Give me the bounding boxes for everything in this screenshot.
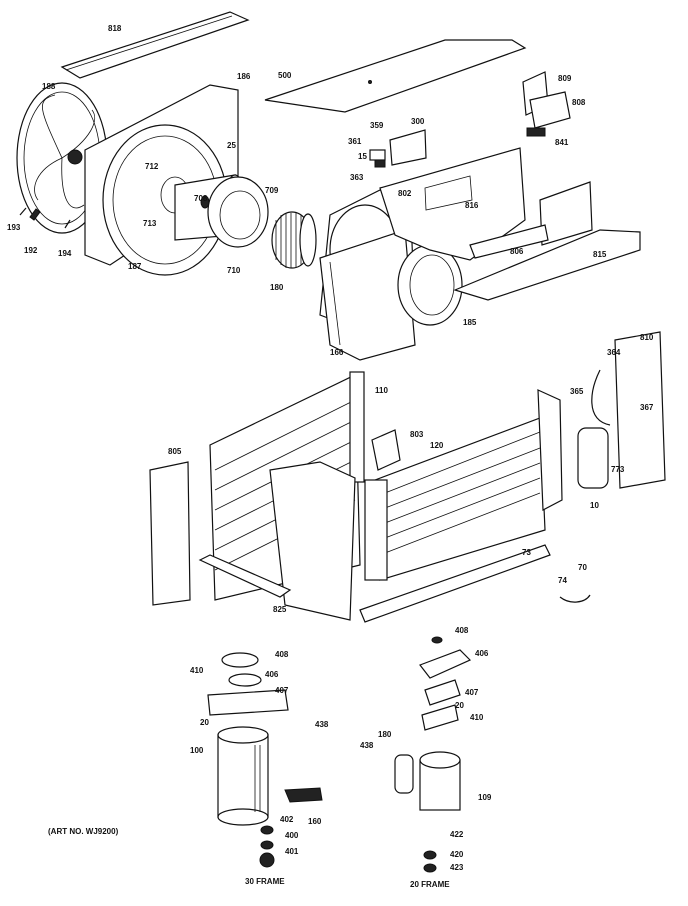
callout-810: 810 bbox=[640, 333, 654, 342]
callout-15: 15 bbox=[358, 152, 367, 161]
callout-803: 803 bbox=[410, 430, 424, 439]
callout-806: 806 bbox=[510, 247, 524, 256]
callout-361: 361 bbox=[348, 137, 362, 146]
art-number: (ART NO. WJ9200) bbox=[48, 827, 119, 836]
callout-70: 70 bbox=[578, 563, 587, 572]
wire-harness bbox=[591, 369, 611, 426]
callout-363: 363 bbox=[350, 173, 364, 182]
callout-labels: 818 188 186 25 712 713 708 710 193 192 1… bbox=[7, 24, 654, 872]
callout-73: 73 bbox=[522, 548, 531, 557]
callout-818: 818 bbox=[108, 24, 122, 33]
control-box bbox=[522, 71, 571, 137]
callout-193: 193 bbox=[7, 223, 21, 232]
callout-110: 110 bbox=[375, 386, 388, 395]
callout-825: 825 bbox=[273, 605, 287, 614]
callout-194: 194 bbox=[58, 249, 72, 258]
callout-841: 841 bbox=[555, 138, 569, 147]
captions: (ART NO. WJ9200) 30 FRAME 20 FRAME bbox=[48, 827, 450, 889]
frame-30-label: 30 FRAME bbox=[245, 877, 285, 886]
callout-r407: 407 bbox=[465, 688, 479, 697]
callout-359: 359 bbox=[370, 121, 384, 130]
callout-407: 407 bbox=[275, 686, 289, 695]
top-cover-panel bbox=[60, 11, 250, 79]
mount-bracket bbox=[537, 389, 563, 511]
callout-r422: 422 bbox=[450, 830, 464, 839]
callout-160: 160 bbox=[308, 817, 322, 826]
callout-300: 300 bbox=[411, 117, 425, 126]
compressor-30-frame bbox=[207, 652, 323, 868]
callout-402: 402 bbox=[280, 815, 294, 824]
blower-mount-panel bbox=[319, 229, 416, 361]
callout-186: 186 bbox=[237, 72, 251, 81]
callout-709: 709 bbox=[265, 186, 279, 195]
duct-channel bbox=[469, 224, 549, 259]
callout-367: 367 bbox=[640, 403, 654, 412]
callout-364: 364 bbox=[607, 348, 621, 357]
callout-365: 365 bbox=[570, 387, 584, 396]
callout-406: 406 bbox=[265, 670, 279, 679]
callout-120: 120 bbox=[430, 441, 444, 450]
blower-wheel bbox=[271, 211, 317, 269]
frame-20-label: 20 FRAME bbox=[410, 880, 450, 889]
callout-401: 401 bbox=[285, 847, 299, 856]
orifice-ring bbox=[207, 176, 269, 248]
callout-r406: 406 bbox=[475, 649, 489, 658]
callout-r410: 410 bbox=[470, 713, 484, 722]
partition-panel bbox=[379, 147, 526, 261]
callout-808: 808 bbox=[572, 98, 586, 107]
callout-10: 10 bbox=[590, 501, 599, 510]
callout-185: 185 bbox=[463, 318, 477, 327]
callout-500: 500 bbox=[278, 71, 292, 80]
callout-408: 408 bbox=[275, 650, 289, 659]
callout-400: 400 bbox=[285, 831, 299, 840]
callout-410: 410 bbox=[190, 666, 204, 675]
callout-815: 815 bbox=[593, 250, 607, 259]
callout-r423: 423 bbox=[450, 863, 464, 872]
side-panel bbox=[149, 461, 191, 606]
base-rails bbox=[198, 544, 551, 623]
condenser-coil bbox=[364, 417, 546, 581]
control-panel bbox=[614, 331, 666, 489]
callout-166: 166 bbox=[330, 348, 344, 357]
callout-74: 74 bbox=[558, 576, 567, 585]
callout-192: 192 bbox=[24, 246, 38, 255]
callout-25: 25 bbox=[227, 141, 236, 150]
callout-710: 710 bbox=[227, 266, 241, 275]
callout-r420: 420 bbox=[450, 850, 464, 859]
compressor-20-frame bbox=[394, 636, 472, 873]
inlet-ring bbox=[397, 244, 463, 326]
callout-r438: 438 bbox=[360, 741, 374, 750]
switch-assembly bbox=[369, 129, 427, 168]
callout-708: 708 bbox=[194, 194, 208, 203]
callout-20: 20 bbox=[200, 718, 209, 727]
callout-773: 773 bbox=[611, 465, 625, 474]
callout-100: 100 bbox=[190, 746, 204, 755]
cover-panel bbox=[264, 39, 527, 113]
callout-188: 188 bbox=[42, 82, 56, 91]
screws-group bbox=[19, 207, 71, 229]
callout-r109: 109 bbox=[478, 793, 492, 802]
callout-438: 438 bbox=[315, 720, 329, 729]
callout-809: 809 bbox=[558, 74, 572, 83]
coil-bracket bbox=[371, 429, 401, 471]
callout-713: 713 bbox=[143, 219, 157, 228]
callout-712: 712 bbox=[145, 162, 159, 171]
callout-r408: 408 bbox=[455, 626, 469, 635]
callout-816: 816 bbox=[465, 201, 479, 210]
end-panel bbox=[269, 461, 356, 621]
callout-r20: 20 bbox=[455, 701, 464, 710]
callout-180: 180 bbox=[270, 283, 284, 292]
callout-802: 802 bbox=[398, 189, 412, 198]
callout-805: 805 bbox=[168, 447, 182, 456]
callout-187: 187 bbox=[128, 262, 142, 271]
callout-r180: 180 bbox=[378, 730, 392, 739]
base-plate bbox=[453, 181, 641, 301]
capacitor bbox=[577, 427, 609, 489]
clip-parts bbox=[559, 594, 591, 603]
